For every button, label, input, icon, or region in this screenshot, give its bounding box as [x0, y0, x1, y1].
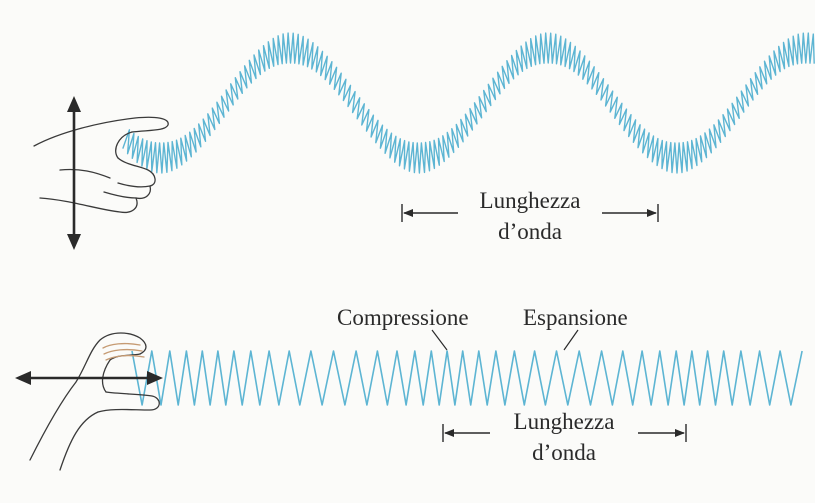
longitudinal-wavelength-marker	[442, 424, 687, 442]
compression-label: Compressione	[337, 305, 469, 330]
longitudinal-wavelength-label-line2: d’onda	[532, 440, 596, 465]
longitudinal-coil-path	[131, 350, 803, 406]
transverse-wavelength-label-line1: Lunghezza	[479, 188, 581, 213]
horizontal-motion-arrow	[15, 371, 163, 385]
hand-shaking-icon	[33, 116, 169, 214]
hand-pinching-icon	[29, 332, 160, 471]
expansion-pointer	[563, 329, 579, 351]
longitudinal-spring	[131, 350, 803, 406]
vertical-motion-arrow	[67, 96, 81, 250]
compression-pointer	[431, 329, 448, 351]
expansion-label: Espansione	[523, 305, 628, 330]
transverse-wavelength-marker	[401, 204, 659, 222]
transverse-spring	[122, 32, 815, 174]
transverse-coil-path	[122, 32, 815, 174]
longitudinal-wavelength-label-line1: Lunghezza	[513, 409, 615, 434]
transverse-wavelength-label-line2: d’onda	[498, 219, 562, 244]
